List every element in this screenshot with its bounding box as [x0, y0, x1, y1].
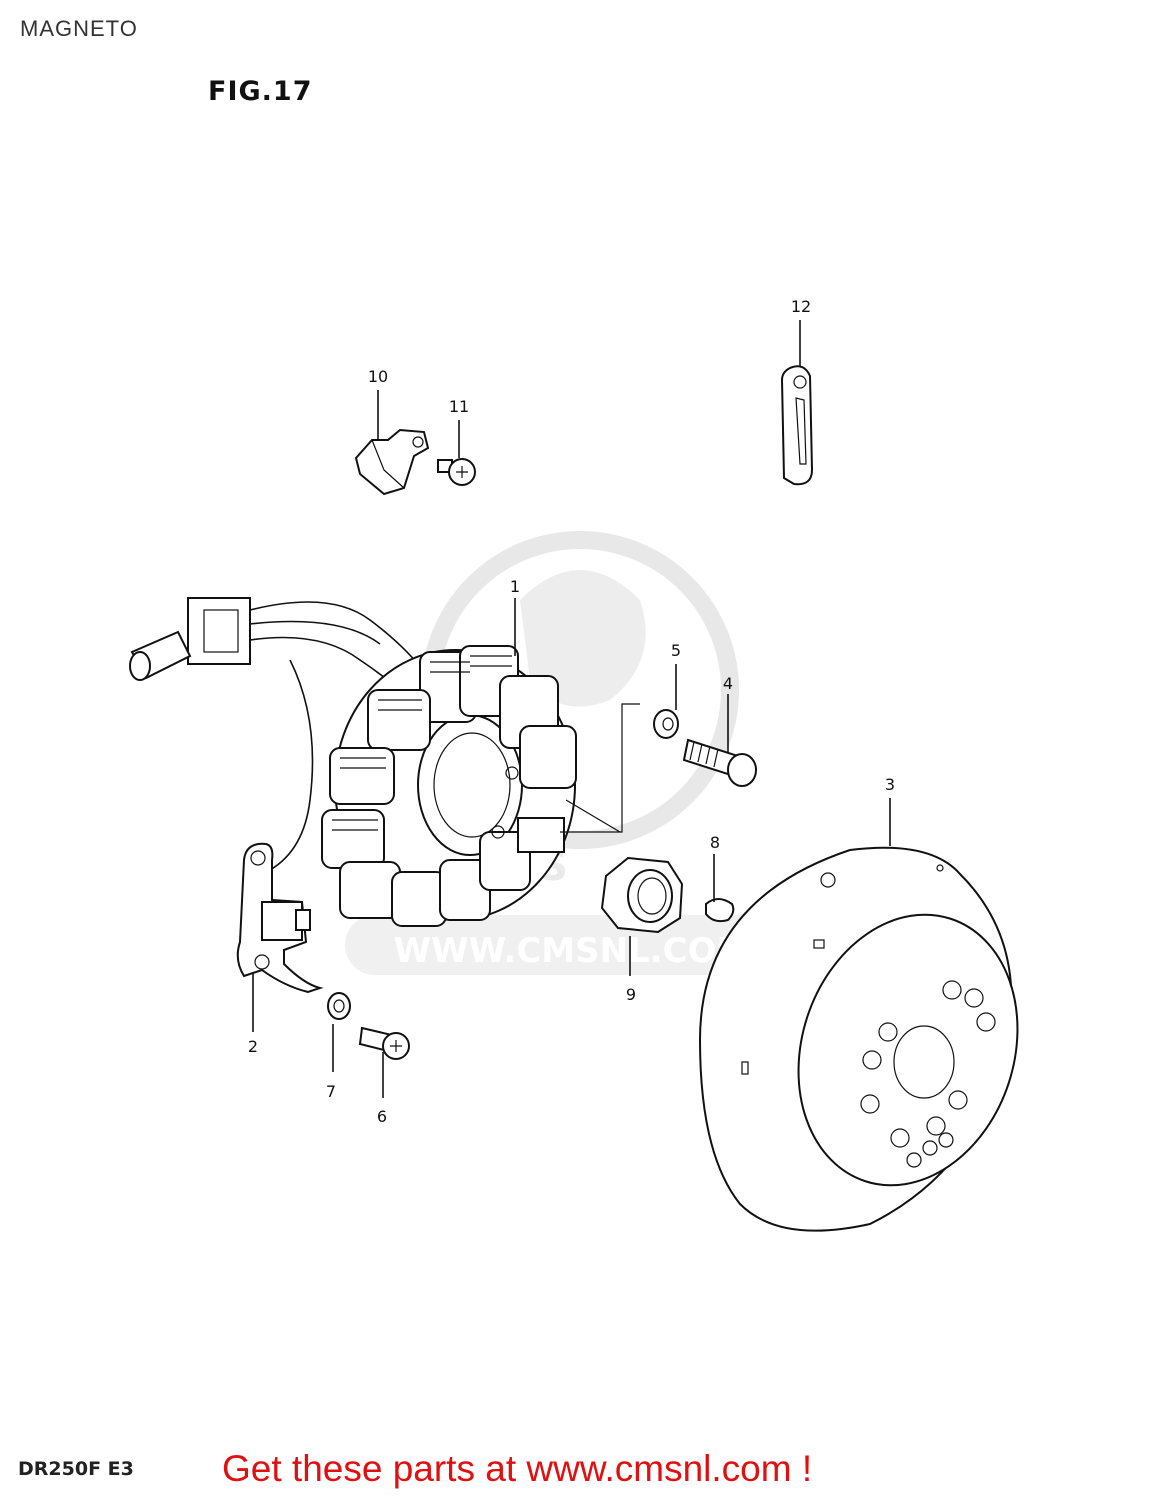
part-11-screw[interactable]	[437, 458, 476, 486]
callout-7: 7	[326, 1082, 336, 1101]
watermark-url-bar	[345, 915, 800, 975]
callout-5: 5	[671, 641, 681, 660]
watermark-figure	[520, 570, 646, 707]
part-7-washer[interactable]	[327, 992, 351, 1020]
shop-banner-link[interactable]: Get these parts at www.cmsnl.com !	[222, 1448, 813, 1489]
part-8-key[interactable]	[705, 898, 735, 923]
callout-12: 12	[791, 297, 811, 316]
callout-9: 9	[626, 985, 636, 1004]
figure-label: FIG.17	[208, 76, 313, 107]
model-code: DR250F E3	[18, 1458, 134, 1480]
part-10-clamp[interactable]	[354, 428, 430, 496]
page-title: MAGNETO	[20, 16, 138, 41]
callout-10: 10	[368, 367, 388, 386]
part-5-washer[interactable]	[653, 709, 679, 739]
part-12-strap[interactable]	[780, 365, 814, 486]
part-3-rotor[interactable]	[698, 846, 1051, 1232]
part-6-screw[interactable]	[358, 1026, 410, 1060]
part-2-bracket[interactable]	[236, 842, 324, 994]
callout-2: 2	[248, 1037, 258, 1056]
callout-3: 3	[885, 775, 895, 794]
part-9-nut[interactable]	[600, 856, 684, 934]
callout-6: 6	[377, 1107, 387, 1126]
part-1-stator[interactable]	[129, 597, 577, 927]
callout-4: 4	[723, 674, 733, 693]
watermark-url-text: WWW.CMSNL.COM	[394, 931, 751, 971]
callout-8: 8	[710, 833, 720, 852]
part-4-bolt[interactable]	[682, 738, 757, 787]
callout-11: 11	[449, 397, 469, 416]
callout-1: 1	[510, 577, 520, 596]
